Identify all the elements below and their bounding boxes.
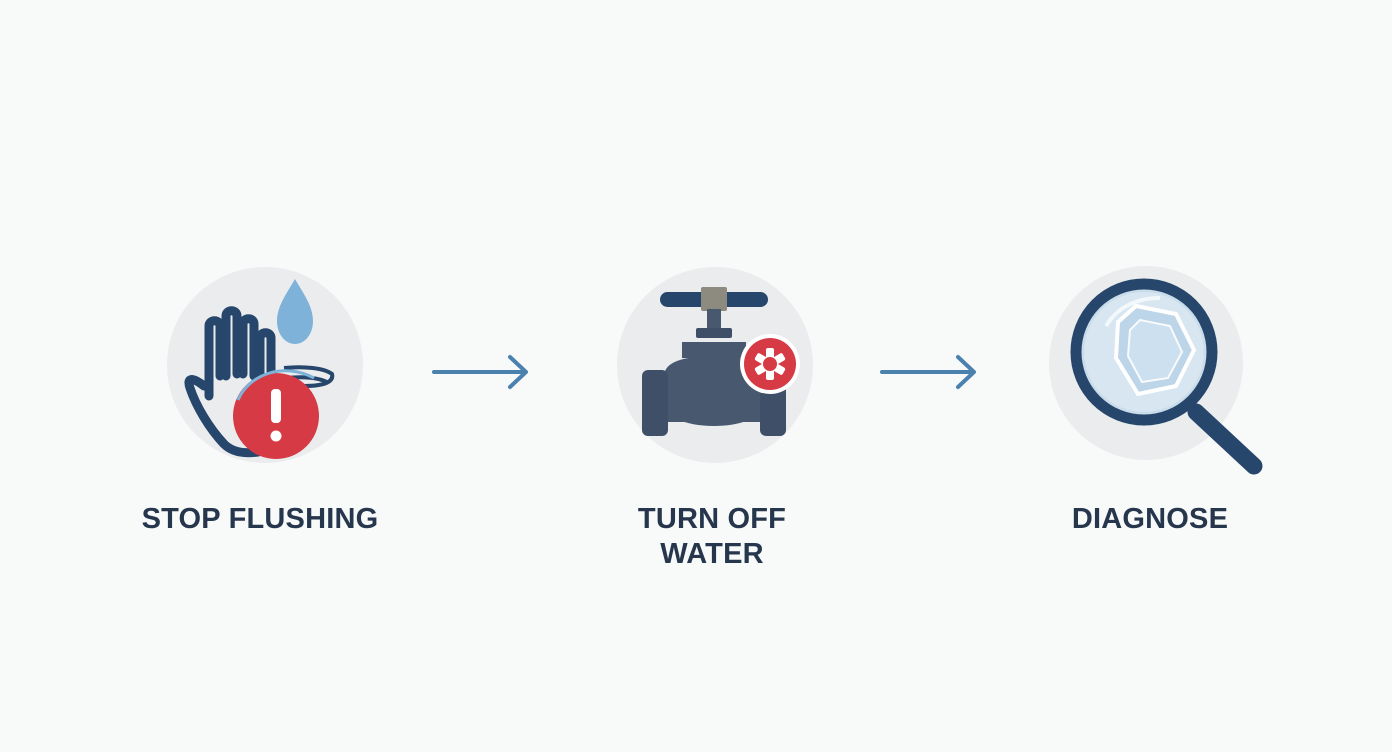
magnifying-glass-icon: [1049, 266, 1263, 475]
step-label-turn-off-water: TURN OFF WATER: [637, 503, 787, 570]
stop-hand-icon: [167, 267, 363, 463]
step-label-diagnose: DIAGNOSE: [1071, 503, 1229, 535]
water-drop-icon: [277, 279, 313, 344]
water-valve-icon: [617, 267, 813, 463]
arrow-right-icon: [432, 355, 528, 389]
arrow-right-icon: [880, 355, 976, 389]
gear-alert-icon: [740, 334, 800, 394]
hand-icon: [184, 306, 276, 458]
alert-icon: [233, 369, 319, 459]
step-label-stop-flushing: STOP FLUSHING: [141, 503, 379, 535]
